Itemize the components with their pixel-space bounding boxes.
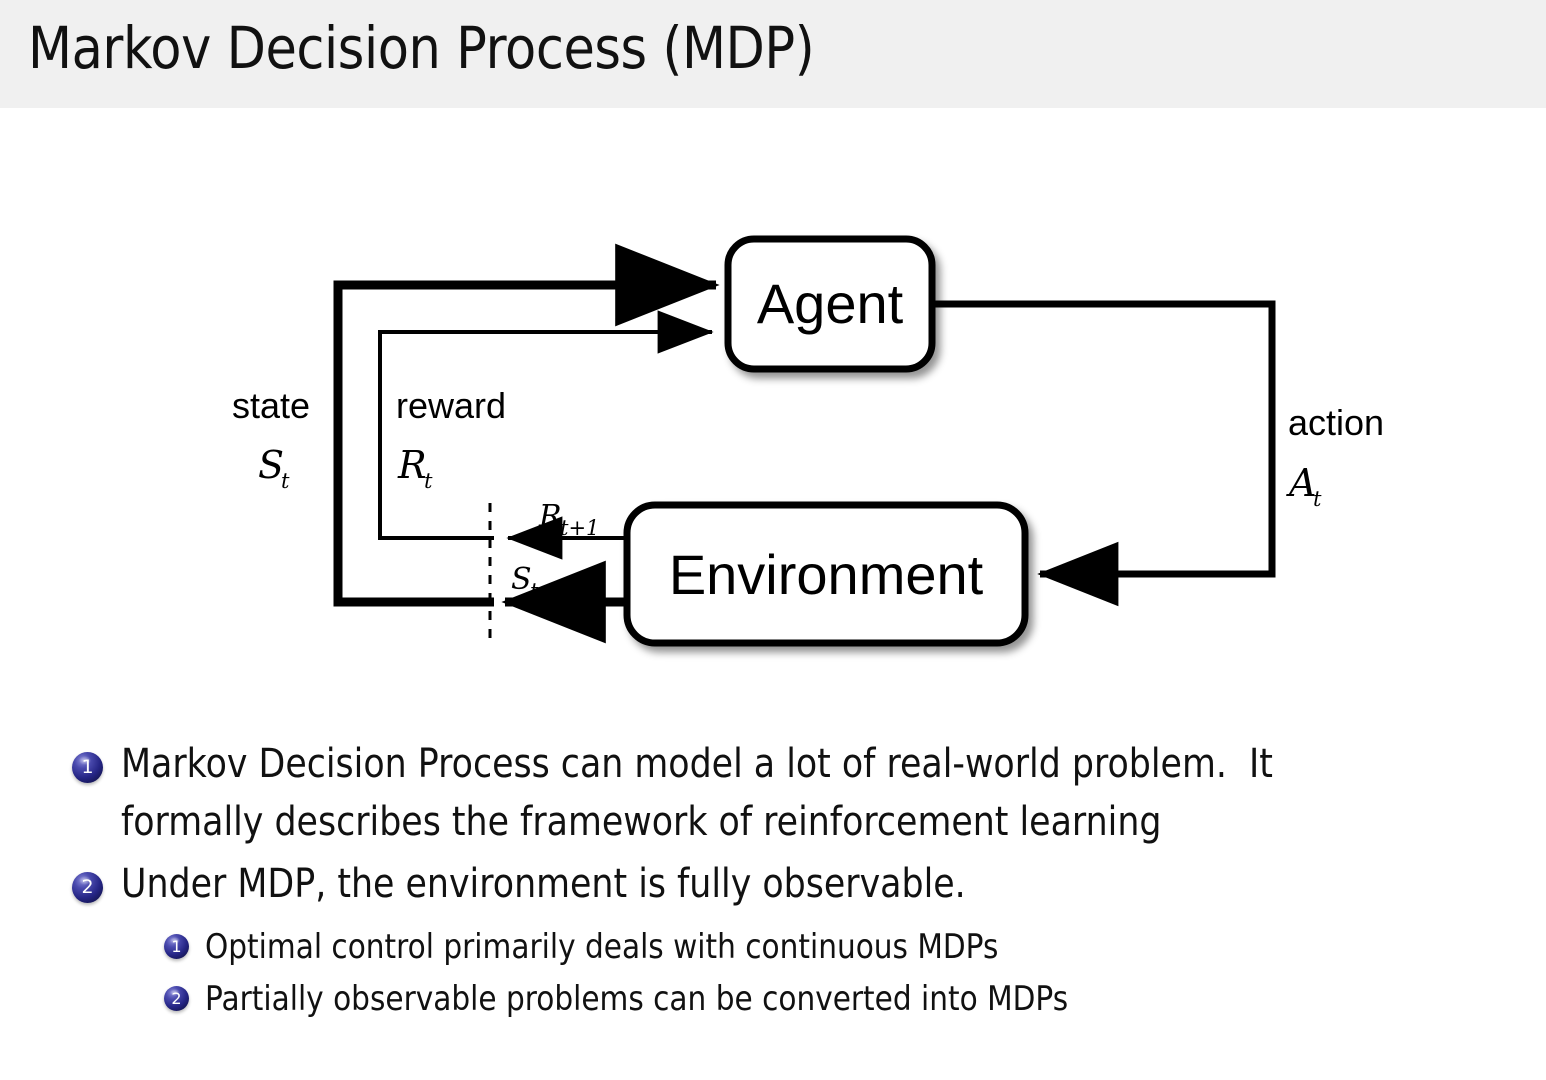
- reward-next-subscript-label: t+1: [560, 516, 599, 540]
- state-next-label-group: S t+1: [511, 562, 569, 603]
- environment-box: [623, 501, 1029, 647]
- state-next-symbol-label: S: [511, 562, 532, 597]
- sub-bullet-number-badge: 2: [164, 986, 189, 1011]
- bullet-text: Under MDP, the environment is fully obse…: [121, 861, 966, 907]
- agent-node: Agent: [724, 235, 936, 373]
- bullet-number: 1: [81, 756, 94, 778]
- state-label-group: state S t: [232, 385, 310, 493]
- bullet-list: 1 Markov Decision Process can model a lo…: [0, 735, 1546, 1025]
- reward-word-label: reward: [396, 385, 506, 426]
- page-title: Markov Decision Process (MDP): [28, 14, 815, 82]
- bullet-number: 2: [81, 876, 94, 898]
- slide-header-band: Markov Decision Process (MDP): [0, 0, 1546, 108]
- sub-list-item: 2 Partially observable problems can be c…: [164, 973, 1546, 1025]
- state-word-label: state: [232, 385, 310, 426]
- reward-next-symbol-label: R: [538, 499, 562, 534]
- reward-symbol-label: R: [397, 443, 427, 487]
- reward-feedback-path: [378, 310, 714, 540]
- action-symbol-label: A: [1286, 461, 1316, 505]
- action-path: [932, 300, 1276, 607]
- state-symbol-label: S: [258, 443, 284, 487]
- reward-next-label-group: R t+1: [538, 499, 599, 540]
- reward-subscript-label: t: [424, 469, 433, 493]
- agent-label: Agent: [757, 272, 904, 335]
- list-item: 2 Under MDP, the environment is fully ob…: [0, 855, 1546, 913]
- action-word-label: action: [1288, 402, 1384, 443]
- environment-label: Environment: [669, 543, 984, 606]
- bullet-number-badge: 2: [72, 872, 103, 903]
- sub-bullet-text: Optimal control primarily deals with con…: [205, 927, 999, 967]
- action-label-group: action A t: [1286, 402, 1384, 511]
- environment-node: Environment: [623, 501, 1029, 647]
- sub-list-item: 1 Optimal control primarily deals with c…: [164, 921, 1546, 973]
- reward-label-group: reward R t: [396, 385, 506, 493]
- sub-bullet-text: Partially observable problems can be con…: [205, 979, 1069, 1019]
- sub-bullet-number-badge: 1: [164, 934, 189, 959]
- bullet-number-badge: 1: [72, 752, 103, 783]
- action-subscript-label: t: [1313, 487, 1322, 511]
- list-item: 1 Markov Decision Process can model a lo…: [0, 735, 1546, 851]
- sub-bullet-number: 2: [171, 989, 182, 1008]
- mdp-agent-environment-diagram: Agent Environment state S t reward R: [0, 108, 1546, 718]
- state-feedback-path: [333, 243, 720, 607]
- state-next-subscript-label: t+1: [530, 579, 569, 603]
- sub-bullet-list: 1 Optimal control primarily deals with c…: [0, 921, 1546, 1025]
- sub-bullet-number: 1: [171, 937, 182, 956]
- state-subscript-label: t: [281, 469, 290, 493]
- bullet-text: Markov Decision Process can model a lot …: [121, 741, 1284, 845]
